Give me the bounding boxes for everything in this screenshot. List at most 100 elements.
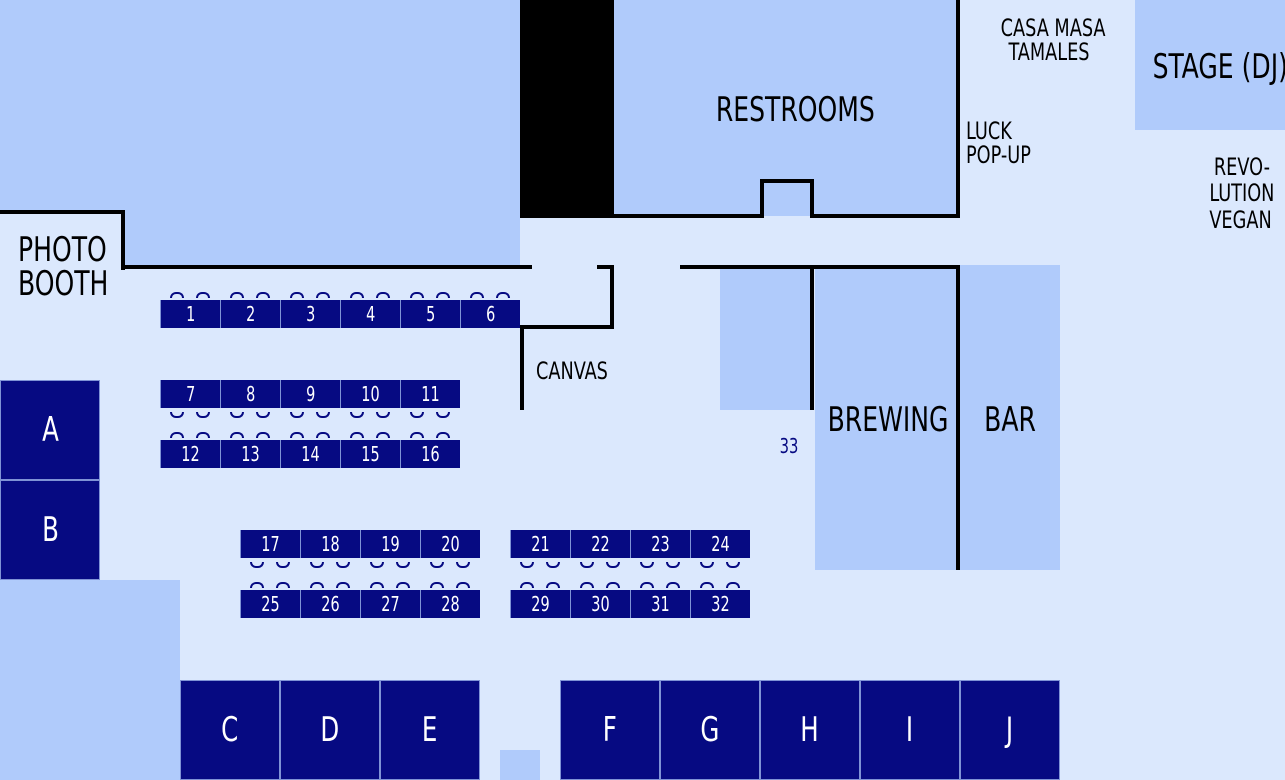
chair-icon bbox=[410, 292, 424, 298]
table-7[interactable]: 7 bbox=[160, 380, 220, 408]
table-20[interactable]: 20 bbox=[420, 530, 480, 558]
booth-c[interactable]: C bbox=[180, 680, 280, 780]
wall bbox=[810, 214, 960, 218]
chair-icon bbox=[256, 292, 270, 298]
table-12[interactable]: 12 bbox=[160, 440, 220, 468]
table-22[interactable]: 22 bbox=[570, 530, 630, 558]
chair-icon bbox=[256, 412, 270, 418]
chair-icon bbox=[520, 582, 534, 588]
table-17[interactable]: 17 bbox=[240, 530, 300, 558]
wall bbox=[520, 325, 524, 410]
table-5[interactable]: 5 bbox=[400, 300, 460, 328]
wall bbox=[0, 210, 125, 214]
chair-icon bbox=[276, 582, 290, 588]
table-19[interactable]: 19 bbox=[360, 530, 420, 558]
table-33-label: 33 bbox=[779, 434, 799, 458]
booth-e[interactable]: E bbox=[380, 680, 480, 780]
table-30[interactable]: 30 bbox=[570, 590, 630, 618]
chair-icon bbox=[726, 562, 740, 568]
booth-b[interactable]: B bbox=[0, 480, 100, 580]
table-31[interactable]: 31 bbox=[630, 590, 690, 618]
table-28[interactable]: 28 bbox=[420, 590, 480, 618]
booth-i[interactable]: I bbox=[860, 680, 960, 780]
stage-area bbox=[1135, 0, 1285, 130]
chair-icon bbox=[606, 562, 620, 568]
chair-icon bbox=[580, 582, 594, 588]
table-29[interactable]: 29 bbox=[510, 590, 570, 618]
stage-label: STAGE (DJ) bbox=[1152, 47, 1285, 87]
chair-icon bbox=[350, 292, 364, 298]
table-25[interactable]: 25 bbox=[240, 590, 300, 618]
wall bbox=[520, 325, 614, 329]
table-13[interactable]: 13 bbox=[220, 440, 280, 468]
booth-g[interactable]: G bbox=[660, 680, 760, 780]
chair-icon bbox=[310, 562, 324, 568]
table-27[interactable]: 27 bbox=[360, 590, 420, 618]
chair-icon bbox=[336, 582, 350, 588]
storage-area bbox=[720, 268, 812, 410]
chair-icon bbox=[396, 582, 410, 588]
wall bbox=[597, 265, 614, 269]
table-16[interactable]: 16 bbox=[400, 440, 460, 468]
chair-icon bbox=[250, 582, 264, 588]
table-14[interactable]: 14 bbox=[280, 440, 340, 468]
chair-icon bbox=[376, 432, 390, 438]
chair-icon bbox=[290, 412, 304, 418]
booth-a[interactable]: A bbox=[0, 380, 100, 480]
table-21[interactable]: 21 bbox=[510, 530, 570, 558]
casa-masa-label: CASA MASA TAMALES bbox=[1000, 14, 1106, 66]
table-18[interactable]: 18 bbox=[300, 530, 360, 558]
restrooms-label: RESTROOMS bbox=[715, 90, 875, 130]
table-3[interactable]: 3 bbox=[280, 300, 340, 328]
wall bbox=[121, 210, 125, 270]
chair-icon bbox=[376, 412, 390, 418]
north-west-area-lower bbox=[122, 210, 520, 266]
chair-icon bbox=[316, 412, 330, 418]
canvas-label: CANVAS bbox=[536, 357, 608, 385]
table-6[interactable]: 6 bbox=[460, 300, 520, 328]
chair-icon bbox=[316, 432, 330, 438]
brewing-label: BREWING bbox=[827, 400, 949, 440]
booth-f[interactable]: F bbox=[560, 680, 660, 780]
small-block bbox=[500, 750, 540, 780]
booth-j[interactable]: J bbox=[960, 680, 1060, 780]
table-11[interactable]: 11 bbox=[400, 380, 460, 408]
table-26[interactable]: 26 bbox=[300, 590, 360, 618]
chair-icon bbox=[336, 562, 350, 568]
wall bbox=[680, 265, 960, 269]
wall bbox=[614, 214, 764, 218]
bar-area bbox=[960, 265, 1060, 570]
booth-d[interactable]: D bbox=[280, 680, 380, 780]
chair-icon bbox=[276, 562, 290, 568]
table-9[interactable]: 9 bbox=[280, 380, 340, 408]
chair-icon bbox=[640, 582, 654, 588]
chair-icon bbox=[396, 562, 410, 568]
table-2[interactable]: 2 bbox=[220, 300, 280, 328]
table-10[interactable]: 10 bbox=[340, 380, 400, 408]
black-block bbox=[520, 0, 614, 218]
north-west-area bbox=[0, 0, 520, 212]
chair-icon bbox=[666, 562, 680, 568]
revolution-vegan-label: REVO- LUTION VEGAN bbox=[1209, 153, 1275, 234]
table-15[interactable]: 15 bbox=[340, 440, 400, 468]
table-1[interactable]: 1 bbox=[160, 300, 220, 328]
chair-icon bbox=[370, 562, 384, 568]
table-24[interactable]: 24 bbox=[690, 530, 750, 558]
table-32[interactable]: 32 bbox=[690, 590, 750, 618]
wall bbox=[810, 265, 814, 410]
chair-icon bbox=[430, 562, 444, 568]
chair-icon bbox=[436, 292, 450, 298]
south-west-area bbox=[0, 580, 180, 780]
chair-icon bbox=[726, 582, 740, 588]
table-4[interactable]: 4 bbox=[340, 300, 400, 328]
chair-icon bbox=[196, 412, 210, 418]
table-8[interactable]: 8 bbox=[220, 380, 280, 408]
table-23[interactable]: 23 bbox=[630, 530, 690, 558]
chair-icon bbox=[580, 562, 594, 568]
chair-icon bbox=[666, 582, 680, 588]
booth-h[interactable]: H bbox=[760, 680, 860, 780]
wall bbox=[121, 265, 532, 269]
luck-popup-label: LUCK POP-UP bbox=[966, 117, 1031, 169]
bar-label: BAR bbox=[984, 400, 1036, 440]
chair-icon bbox=[290, 432, 304, 438]
